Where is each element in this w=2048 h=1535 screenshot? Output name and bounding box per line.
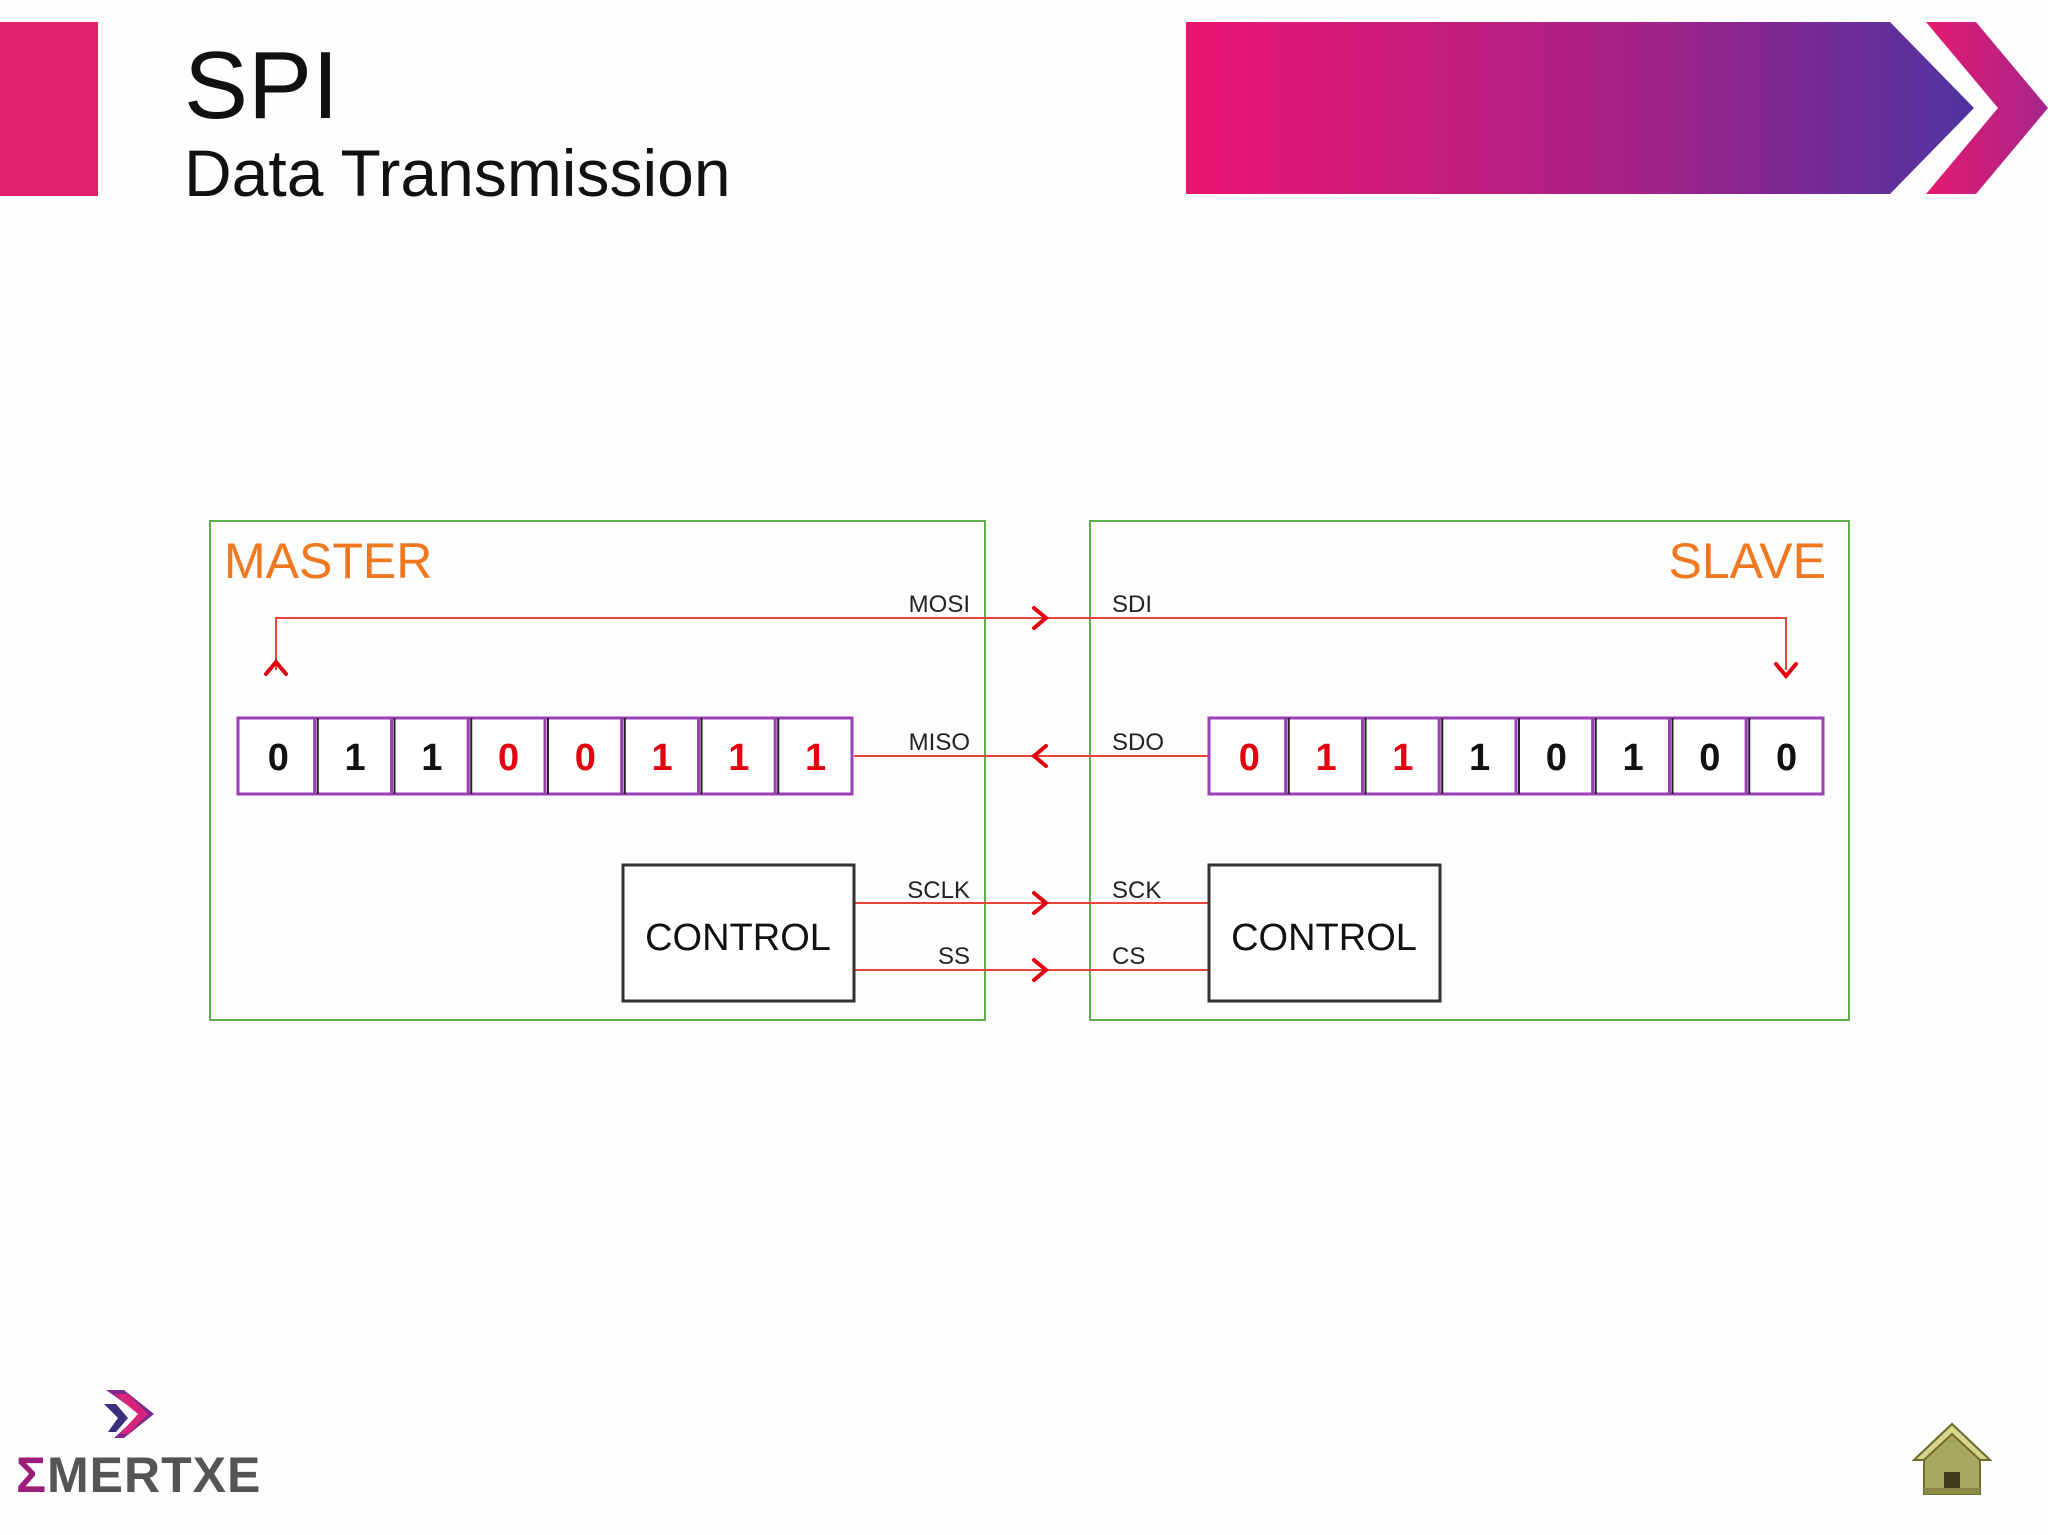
master-bit-value: 1 [652, 737, 673, 779]
slave-bit-value: 0 [1699, 737, 1720, 779]
slave-box [1089, 520, 1850, 1021]
mosi-line [275, 617, 1787, 670]
slave-bit-cell [1284, 716, 1364, 796]
master-bit-cell [466, 716, 547, 796]
slave-bit-value: 0 [1776, 737, 1797, 779]
slave-label: SLAVE [1669, 533, 1827, 589]
slave-bit-cell [1591, 716, 1671, 796]
left-accent-block [0, 22, 98, 196]
slave-bit-value: 0 [1239, 737, 1260, 779]
master-bit-cell [773, 716, 854, 796]
master-bit-value: 1 [805, 737, 826, 779]
master-bit-value: 1 [345, 737, 366, 779]
master-control-box [621, 863, 856, 1003]
slave-control-box [1207, 863, 1442, 1003]
slave-bit-cell [1744, 716, 1825, 796]
sclk-label: SCLK [907, 877, 970, 904]
master-bit-value: 0 [498, 737, 519, 779]
slave-bit-value: 1 [1469, 737, 1490, 779]
master-bit-value: 1 [421, 737, 442, 779]
master-bit-cell [620, 716, 700, 796]
sdi-label: SDI [1112, 591, 1152, 618]
arrow-up-icon [264, 658, 288, 676]
master-shift-register: 0 1 1 0 0 1 1 1 [236, 716, 854, 796]
master-bit-value: 0 [268, 737, 289, 779]
slave-bit-cell [1361, 716, 1441, 796]
logo-sigma: Σ [16, 1447, 48, 1503]
emertxe-logo-text: ΣMERTXE [16, 1446, 261, 1504]
slave-bit-value: 1 [1392, 737, 1413, 779]
mosi-arrow-icon [1032, 606, 1050, 630]
slave-bit-cell [1207, 716, 1288, 796]
master-bit-cell [543, 716, 624, 796]
sck-label: SCK [1112, 877, 1161, 904]
cs-label: CS [1112, 943, 1145, 970]
sclk-arrow-icon [1032, 891, 1050, 915]
master-bit-cell [313, 716, 393, 796]
miso-label: MISO [909, 729, 970, 756]
page-title: SPI [184, 32, 339, 139]
master-control-label: CONTROL [645, 917, 831, 959]
slave-bit-value: 0 [1546, 737, 1567, 779]
master-bit-value: 1 [728, 737, 749, 779]
sdo-label: SDO [1112, 729, 1164, 756]
master-bit-cell [697, 716, 777, 796]
page-subtitle: Data Transmission [184, 136, 731, 210]
master-bit-cell [236, 716, 317, 796]
slave-shift-register: 0 1 1 1 0 1 0 0 [1207, 716, 1825, 796]
mosi-label: MOSI [909, 591, 970, 618]
arrow-down-icon [1774, 662, 1798, 680]
logo-wordmark: MERTXE [47, 1447, 262, 1503]
emertxe-logo-icon [104, 1390, 154, 1438]
slave-bit-cell [1668, 716, 1748, 796]
chevron-banner-icon [1186, 22, 2048, 194]
master-bit-value: 0 [575, 737, 596, 779]
slave-bit-value: 1 [1623, 737, 1644, 779]
master-box [209, 520, 986, 1021]
slave-bit-value: 1 [1316, 737, 1337, 779]
master-label: MASTER [224, 533, 432, 589]
home-icon[interactable] [1910, 1420, 1994, 1498]
ss-label: SS [938, 943, 970, 970]
miso-arrow-icon [1030, 744, 1048, 768]
ss-arrow-icon [1032, 958, 1050, 982]
slave-control-label: CONTROL [1231, 917, 1417, 959]
